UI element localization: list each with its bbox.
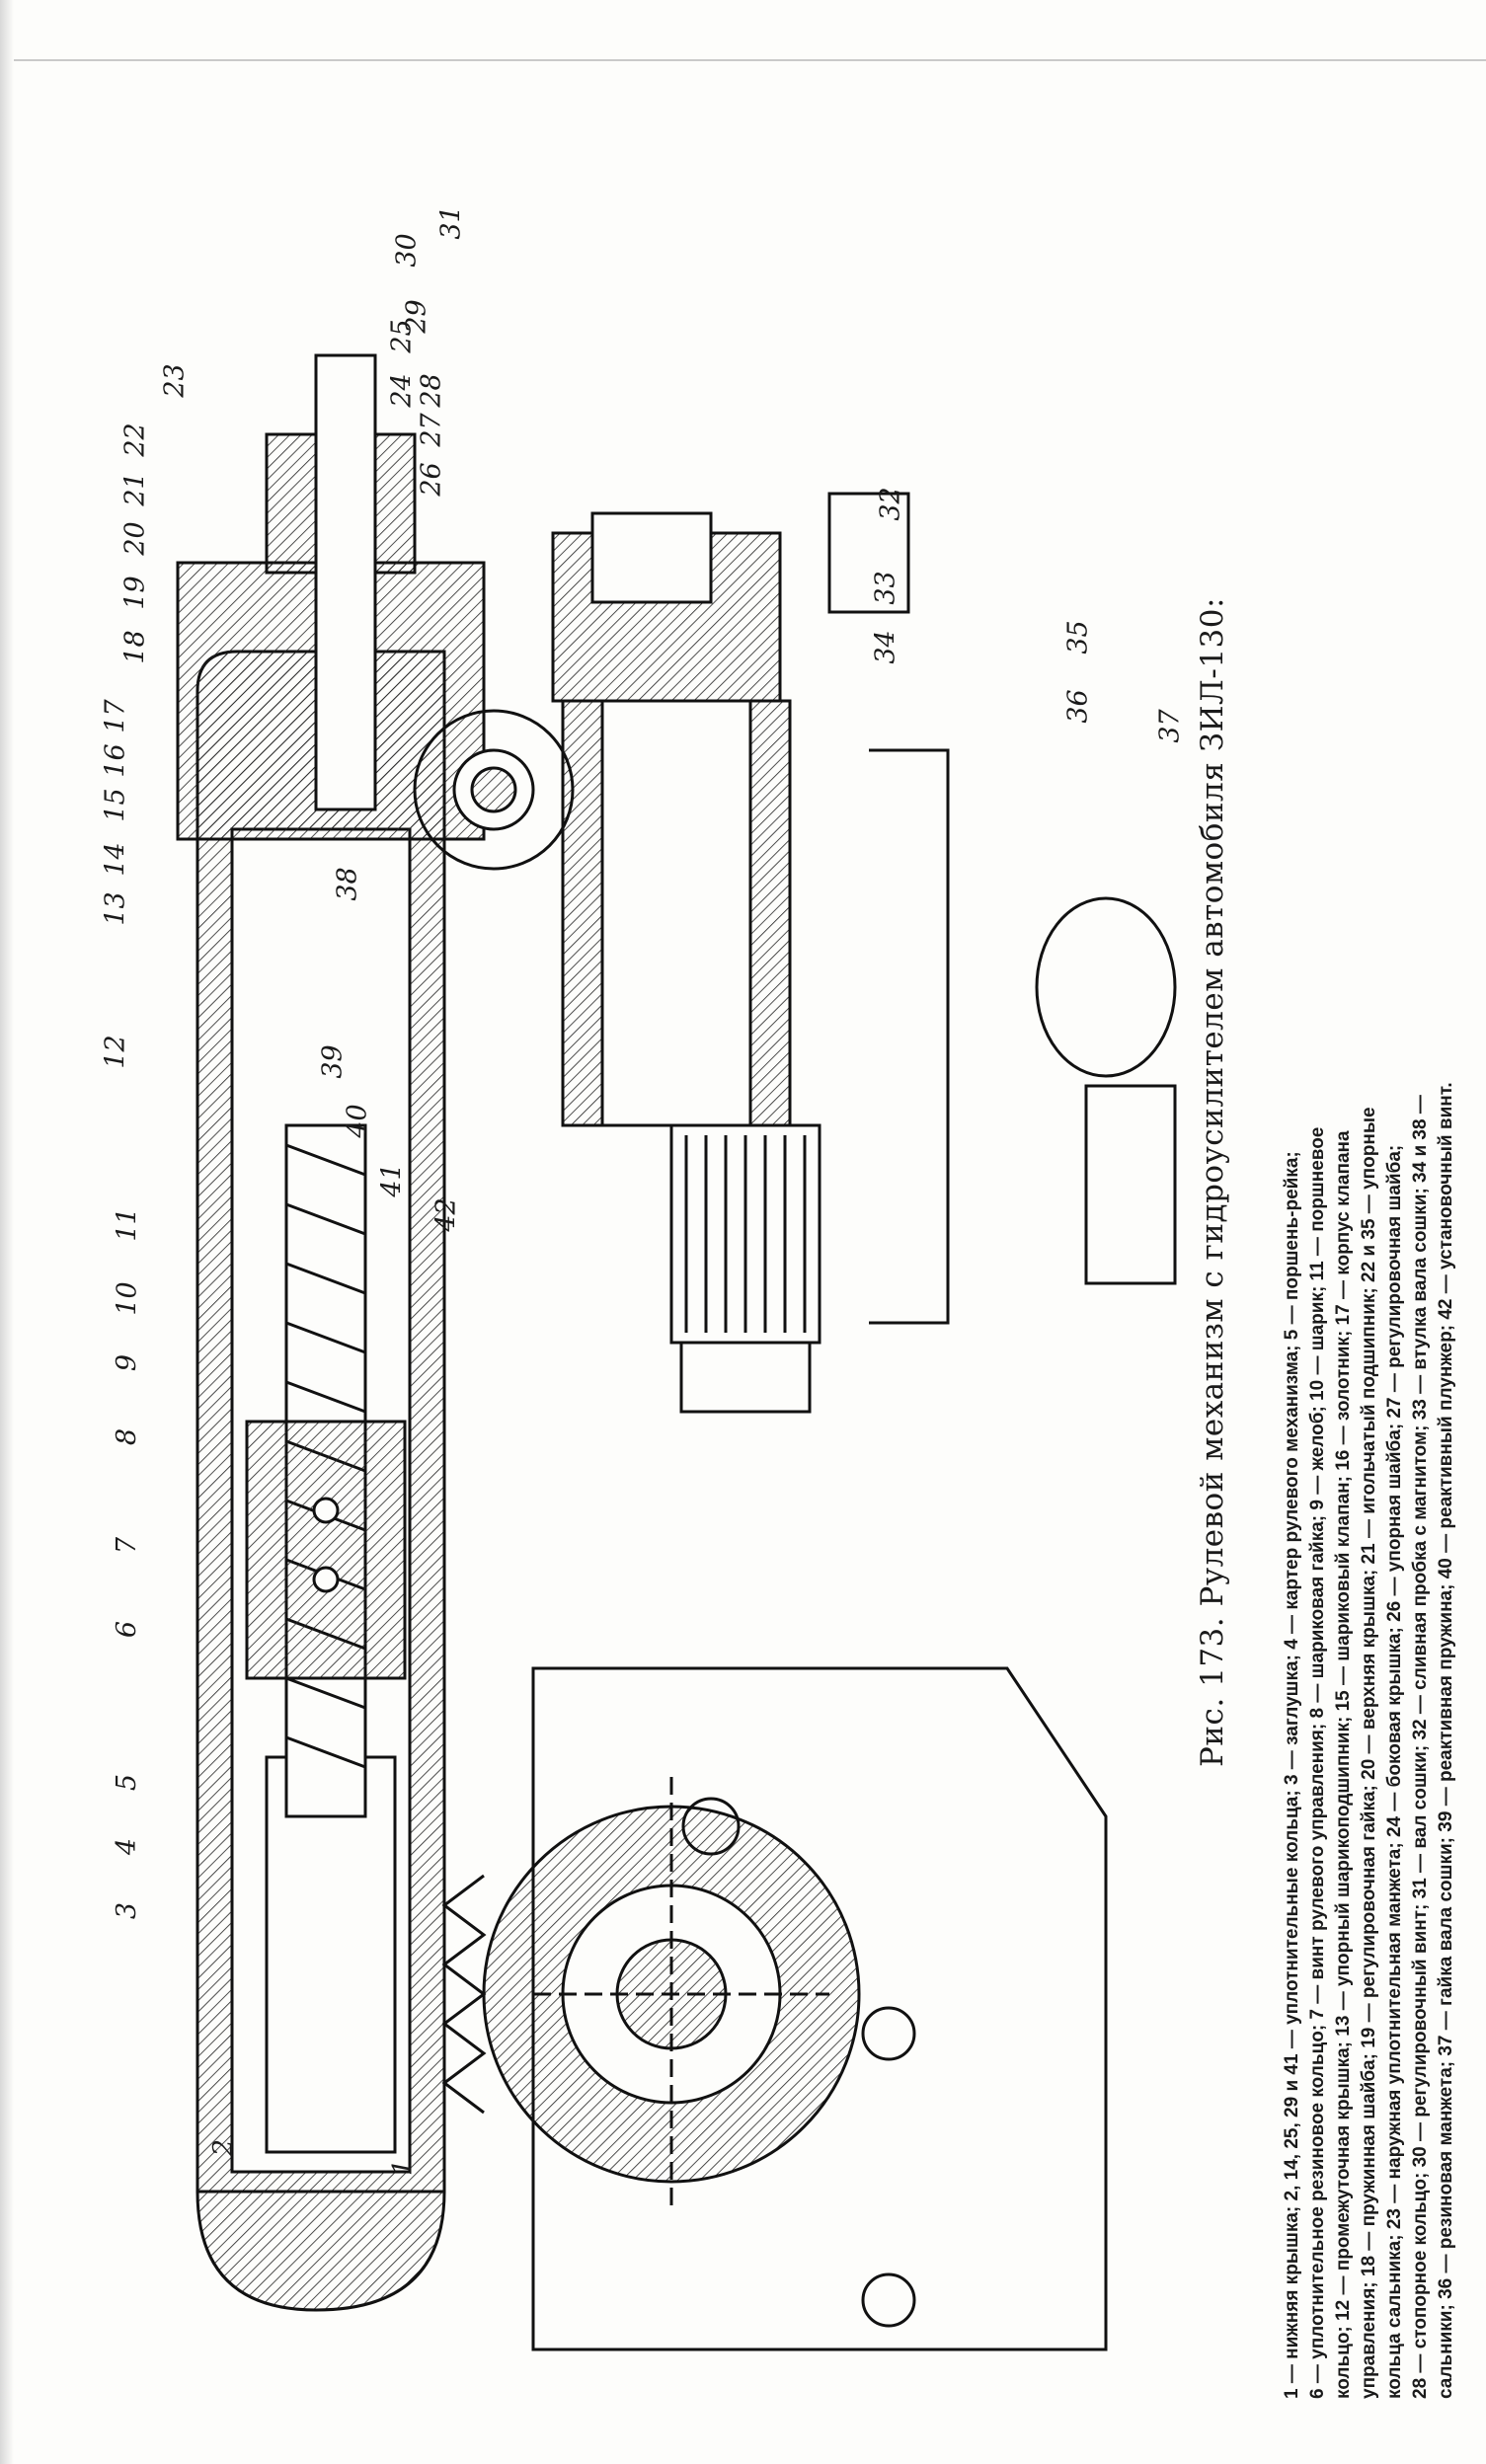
callout-27: 27 <box>416 413 447 447</box>
callout-15: 15 <box>100 788 131 822</box>
legend-line: кольцо; 12 — промежуточная крышка; 13 — … <box>1333 1130 1354 2399</box>
callout-5: 5 <box>112 1773 143 1792</box>
callout-4: 4 <box>112 1837 143 1856</box>
callout-29: 29 <box>401 299 432 334</box>
callout-14: 14 <box>100 842 131 877</box>
callout-16: 16 <box>100 743 131 778</box>
callout-1: 1 <box>388 2158 420 2177</box>
callout-26: 26 <box>416 462 447 497</box>
callout-34: 34 <box>870 630 901 664</box>
callout-23: 23 <box>159 363 191 398</box>
legend-line: 1 — нижняя крышка; 2, 14, 25, 29 и 41 — … <box>1282 1151 1302 2399</box>
callout-19: 19 <box>119 576 151 610</box>
callout-28: 28 <box>416 373 447 408</box>
callout-8: 8 <box>112 1427 143 1446</box>
callout-30: 30 <box>391 233 423 268</box>
steering-gear-cross-section-drawing <box>176 353 1177 2351</box>
callout-2: 2 <box>208 2138 240 2157</box>
callout-18: 18 <box>119 630 151 664</box>
callout-11: 11 <box>112 1207 143 1242</box>
callout-37: 37 <box>1154 709 1186 743</box>
legend-line: 28 — стопорное кольцо; 30 — регулировочн… <box>1410 1095 1431 2399</box>
callout-17: 17 <box>100 699 131 733</box>
callout-24: 24 <box>386 373 418 408</box>
callout-21: 21 <box>119 472 151 506</box>
legend-line: сальники; 36 — резиновая манжета; 37 — г… <box>1436 1082 1456 2399</box>
callout-38: 38 <box>332 867 363 901</box>
callout-40: 40 <box>342 1104 373 1138</box>
scan-left-shadow <box>0 0 14 2464</box>
callout-12: 12 <box>100 1035 131 1069</box>
callout-22: 22 <box>119 423 151 457</box>
callout-13: 13 <box>100 891 131 926</box>
scan-top-edge <box>0 59 1486 61</box>
callout-10: 10 <box>112 1281 143 1316</box>
callout-7: 7 <box>112 1536 143 1555</box>
callout-31: 31 <box>435 205 467 240</box>
callout-32: 32 <box>875 487 906 521</box>
callout-6: 6 <box>112 1620 143 1639</box>
legend-line: управления; 18 — пружинная шайба; 19 — р… <box>1359 1107 1379 2399</box>
callout-35: 35 <box>1062 620 1094 654</box>
callout-3: 3 <box>112 1901 143 1920</box>
callout-20: 20 <box>119 521 151 556</box>
callout-36: 36 <box>1062 689 1094 724</box>
figure-title: Рис. 173. Рулевой механизм с гидроусилит… <box>1195 597 1230 1767</box>
callout-39: 39 <box>317 1044 349 1079</box>
callout-42: 42 <box>430 1197 462 1232</box>
legend-line: 6 — уплотнительное резиновое кольцо; 7 —… <box>1307 1126 1328 2399</box>
callout-9: 9 <box>112 1353 143 1372</box>
figure-legend: 1 — нижняя крышка; 2, 14, 25, 29 и 41 — … <box>1280 355 1459 2399</box>
callout-33: 33 <box>870 571 901 605</box>
callout-41: 41 <box>376 1163 408 1197</box>
legend-line: кольца сальника; 23 — наружная уплотните… <box>1384 1144 1405 2399</box>
